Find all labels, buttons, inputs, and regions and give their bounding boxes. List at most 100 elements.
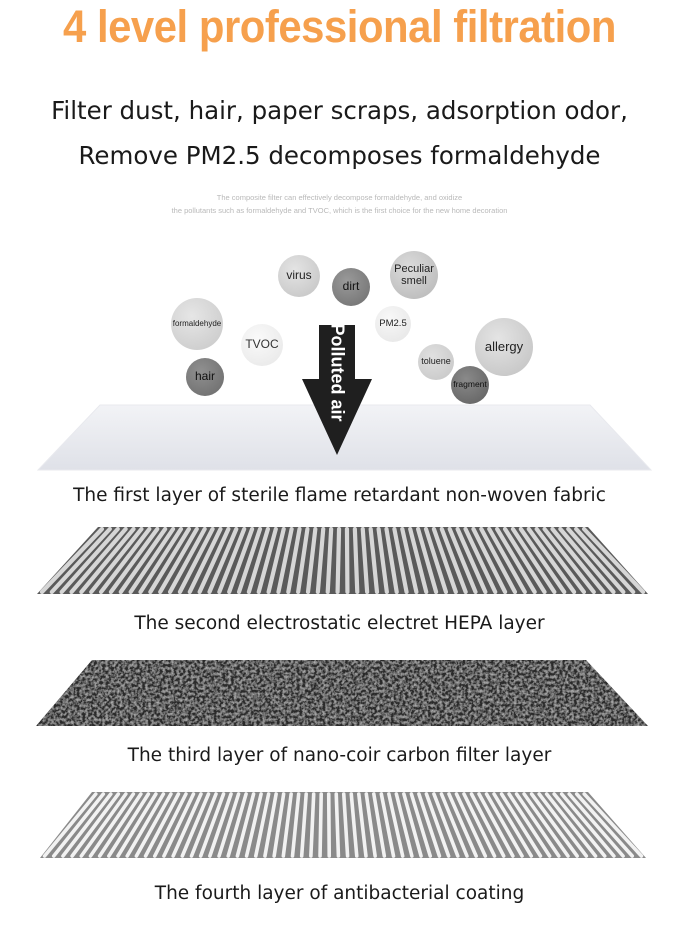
pleat-stripe: [567, 792, 625, 858]
pollutant-bubble-peculiar-smell: Peculiar smell: [390, 251, 438, 299]
pleat-stripe: [116, 792, 158, 858]
pleat-stripe: [208, 792, 233, 858]
pleat-stripe: [128, 526, 176, 595]
polluted-air-label: Polluted air: [327, 322, 348, 422]
pleat-stripe: [276, 526, 294, 595]
pleat-stripe: [447, 792, 478, 858]
pleat-stripe: [574, 792, 635, 858]
pleat-stripe: [246, 526, 271, 595]
pleat-stripe: [158, 526, 199, 595]
pleat-stripe: [51, 792, 106, 858]
pleat-stripe: [408, 526, 429, 595]
pleat-stripe: [394, 792, 414, 858]
pleat-stripe: [162, 792, 196, 858]
pleat-stripe: [384, 526, 399, 595]
pleat-stripe: [582, 792, 644, 858]
page-title: 4 level professional filtration: [62, 1, 617, 52]
pleat-stripe: [552, 792, 607, 858]
pollutant-label-dirt: dirt: [342, 279, 360, 294]
subtitle-line-2: Remove PM2.5 decomposes formaldehyde: [78, 141, 601, 170]
pleat-stripe: [387, 792, 405, 858]
pleat-stripe: [272, 792, 286, 858]
pleat-stripe: [349, 792, 359, 858]
pleat-stripe: [108, 526, 160, 595]
pleat-stripe: [566, 526, 626, 595]
layer-4-caption: The fourth layer of antibacterial coatin…: [154, 883, 525, 904]
pleat-stripe: [352, 526, 360, 595]
pleat-stripe: [197, 526, 231, 595]
pleat-stripe: [463, 526, 498, 595]
pleat-stripe: [424, 792, 451, 858]
pollutant-bubble-formaldehyde: formaldehyde: [171, 298, 223, 350]
pleat-stripe: [299, 792, 308, 858]
pleat-stripe: [392, 526, 409, 595]
pleat-stripe: [134, 792, 173, 858]
pleat-stripe: [148, 526, 191, 595]
pleat-stripe: [89, 526, 144, 595]
pleat-stripe: [227, 526, 255, 595]
pleat-stripe: [479, 526, 518, 595]
pollutant-bubble-pm25: PM2.5: [375, 306, 411, 342]
pollutant-label-peculiar: Peculiar: [394, 262, 434, 275]
pleat-stripe: [542, 526, 596, 595]
pleat-stripe: [447, 526, 478, 595]
pleat-stripe: [372, 792, 387, 858]
pleat-stripe: [544, 792, 598, 858]
pleat-stripe: [558, 526, 616, 595]
pleat-stripe: [107, 792, 151, 858]
pleat-stripe: [431, 526, 458, 595]
pleat-stripe: [286, 526, 302, 595]
pleat-stripe: [42, 792, 98, 858]
pollutant-bubble-toluene: toluene: [418, 344, 454, 380]
pollutant-label-allergy: allergy: [484, 338, 524, 354]
pleat-stripe: [79, 526, 136, 595]
pleat-stripe: [217, 526, 247, 595]
pleat-stripe: [138, 526, 184, 595]
pleat-stripe: [167, 526, 207, 595]
pleat-stripe: [537, 792, 589, 858]
pleat-stripe: [177, 526, 215, 595]
pollutant-label-formaldehyde: formaldehyde: [172, 318, 222, 328]
pleat-stripe: [518, 526, 567, 595]
pleat-stripe: [253, 792, 271, 858]
pleat-stripe: [217, 792, 241, 858]
fine-print-line-2: the pollutants such as formaldehyde and …: [171, 206, 508, 215]
pleat-stripe: [256, 526, 278, 595]
pleat-stripe: [334, 792, 341, 858]
pleat-stripe: [171, 792, 203, 858]
pleat-stripe: [522, 792, 570, 858]
pleat-stripe: [70, 792, 121, 858]
pollutant-label-fragment: fragment: [453, 379, 487, 390]
pleat-stripe: [550, 526, 606, 595]
pleat-stripe: [526, 526, 577, 595]
pleat-stripe: [236, 526, 263, 595]
pleat-stripe: [335, 526, 342, 595]
layer-4-antibacterial-coating: [40, 792, 646, 858]
pollutant-label-smell: smell: [401, 275, 427, 287]
pleat-stripe: [326, 792, 332, 858]
pleat-stripe: [574, 526, 636, 595]
layer-2-hepa-pleated: [37, 526, 648, 595]
pleat-stripe: [559, 792, 616, 858]
pleat-stripe: [376, 526, 389, 595]
pleat-stripe: [61, 792, 113, 858]
pleat-stripe: [315, 526, 326, 595]
pleat-stripe: [309, 792, 316, 858]
subtitle-line-1: Filter dust, hair, paper scraps, adsorpt…: [51, 96, 628, 125]
pleat-stripe: [471, 526, 508, 595]
fine-print-line-1: The composite filter can effectively dec…: [216, 193, 463, 202]
pleat-stripe: [189, 792, 218, 858]
pleat-stripe: [244, 792, 263, 858]
pleat-stripe: [49, 526, 112, 595]
pleat-stripe: [98, 526, 152, 595]
pleat-stripe: [125, 792, 166, 858]
layer-1-caption: The first layer of sterile flame retarda…: [73, 485, 606, 506]
pollutant-label-hair: hair: [194, 369, 215, 384]
pleat-stripe: [409, 792, 433, 858]
pleat-stripe: [305, 526, 318, 595]
pleat-stripe: [88, 792, 136, 858]
layer-2-caption: The second electrostatic electret HEPA l…: [134, 613, 545, 634]
pollutant-label-toluene: toluene: [421, 356, 451, 367]
pleat-stripe: [477, 792, 515, 858]
pleat-stripe: [529, 792, 579, 858]
